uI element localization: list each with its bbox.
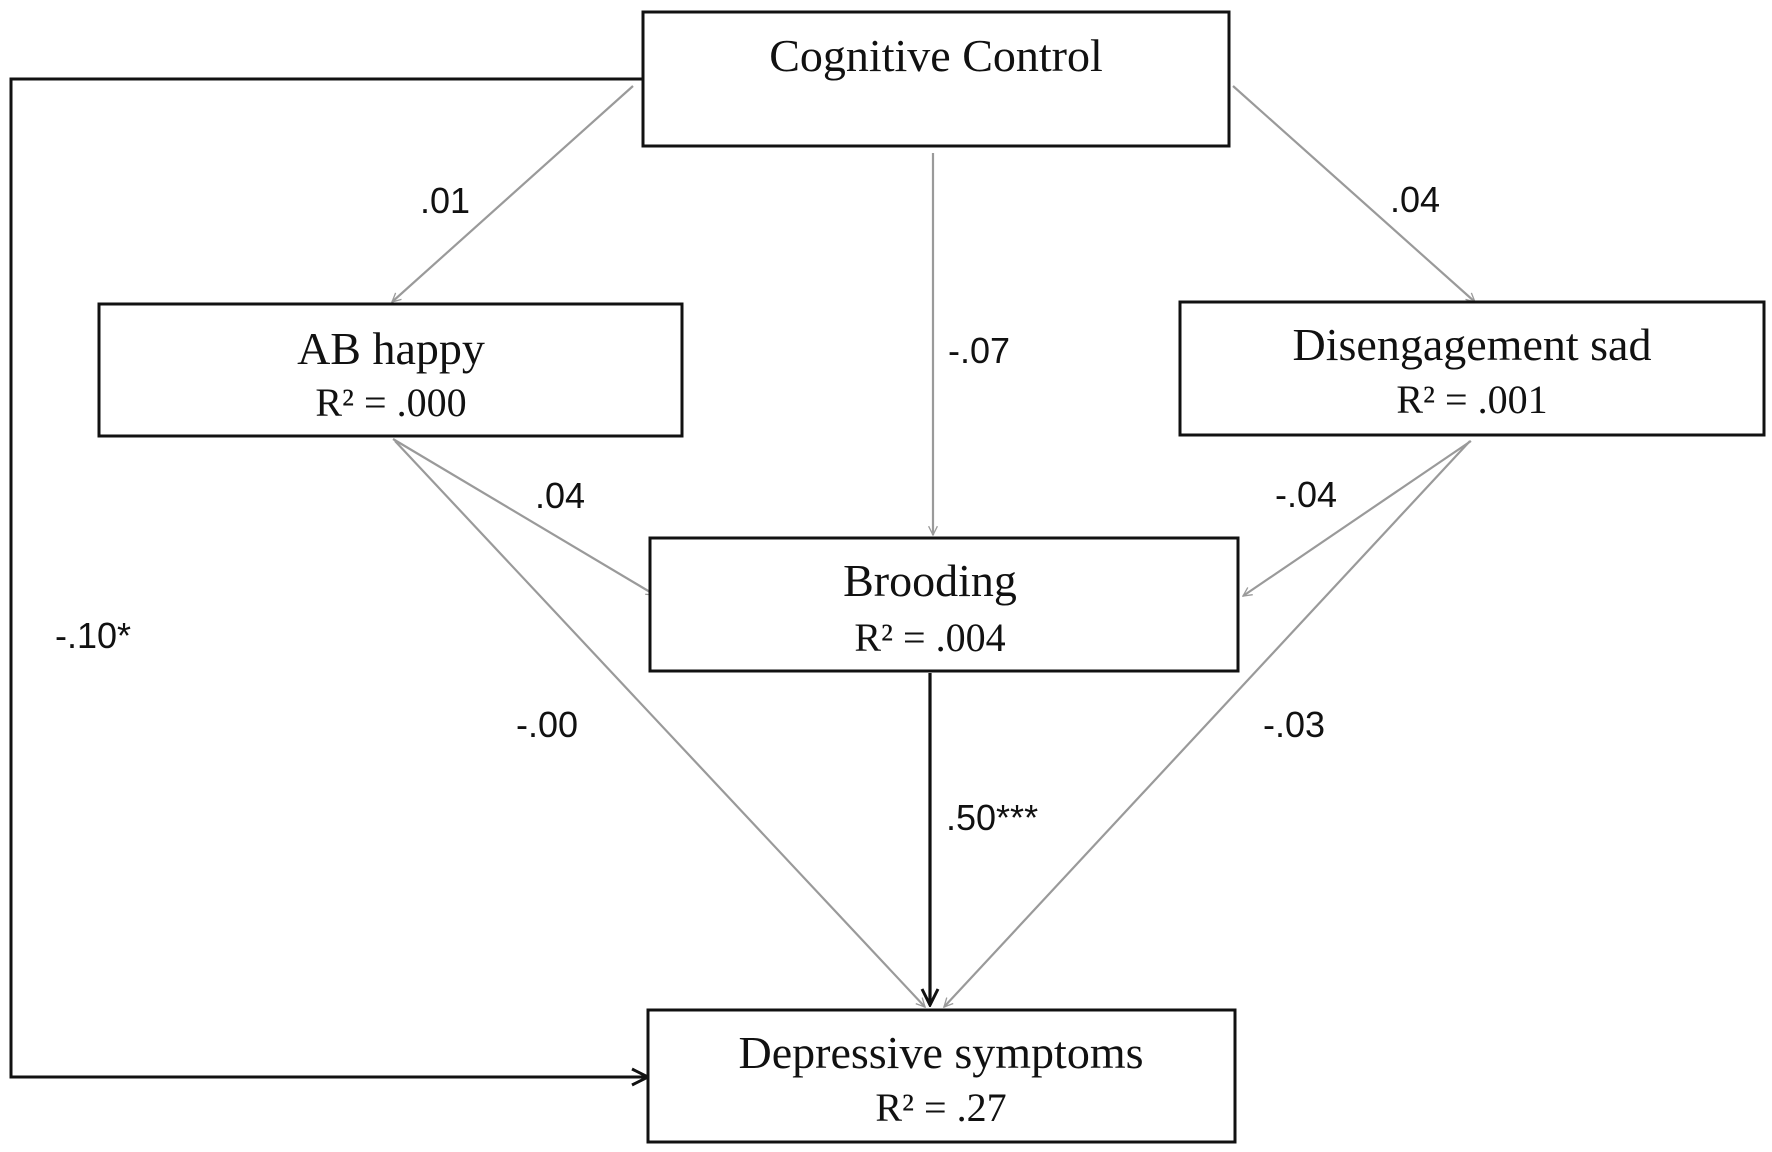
edge-label-cc-to-brooding: -.07 <box>948 330 1010 371</box>
edge-ab-happy-to-depressive-symptoms <box>394 440 925 1007</box>
node-ab-happy-title: AB happy <box>297 323 485 374</box>
edge-disengagement-sad-to-brooding <box>1243 440 1472 597</box>
node-disengagement-sad: Disengagement sad R² = .001 <box>1178 300 1766 437</box>
edge-label-disengagement-sad-to-brooding: -.04 <box>1275 474 1337 515</box>
node-brooding-title: Brooding <box>843 555 1017 606</box>
node-disengagement-sad-title: Disengagement sad <box>1293 319 1652 370</box>
edge-labels: .01 .04 -.07 -.10* .04 -.04 -.00 -.03 .5… <box>55 179 1440 838</box>
edge-label-disengagement-sad-to-depressive-symptoms: -.03 <box>1263 704 1325 745</box>
node-brooding: Brooding R² = .004 <box>648 536 1240 673</box>
node-disengagement-sad-r2: R² = .001 <box>1396 377 1547 422</box>
edge-label-cc-to-ab-happy: .01 <box>420 180 470 221</box>
node-depressive-symptoms-r2: R² = .27 <box>875 1085 1006 1130</box>
edges <box>9 77 1475 1077</box>
edge-disengagement-sad-to-depressive-symptoms <box>944 440 1471 1007</box>
edge-cc-to-ab-happy <box>392 85 634 302</box>
edge-label-cc-to-depressive-symptoms: -.10* <box>55 615 131 656</box>
node-depressive-symptoms-title: Depressive symptoms <box>738 1027 1143 1078</box>
node-ab-happy: AB happy R² = .000 <box>97 302 684 438</box>
edge-cc-to-disengagement-sad <box>1232 85 1475 302</box>
edge-label-cc-to-disengagement-sad: .04 <box>1390 179 1440 220</box>
edge-label-brooding-to-depressive-symptoms: .50*** <box>946 797 1038 838</box>
node-ab-happy-r2: R² = .000 <box>315 380 466 425</box>
node-brooding-r2: R² = .004 <box>854 615 1005 660</box>
edge-label-ab-happy-to-brooding: .04 <box>535 475 585 516</box>
edge-label-ab-happy-to-depressive-symptoms: -.00 <box>516 704 578 745</box>
node-cognitive-control-title: Cognitive Control <box>769 30 1103 81</box>
edge-ab-happy-to-brooding <box>392 438 655 596</box>
node-depressive-symptoms: Depressive symptoms R² = .27 <box>646 1008 1237 1144</box>
node-cognitive-control: Cognitive Control <box>641 10 1231 148</box>
edge-cc-to-depressive-symptoms <box>9 77 648 1077</box>
